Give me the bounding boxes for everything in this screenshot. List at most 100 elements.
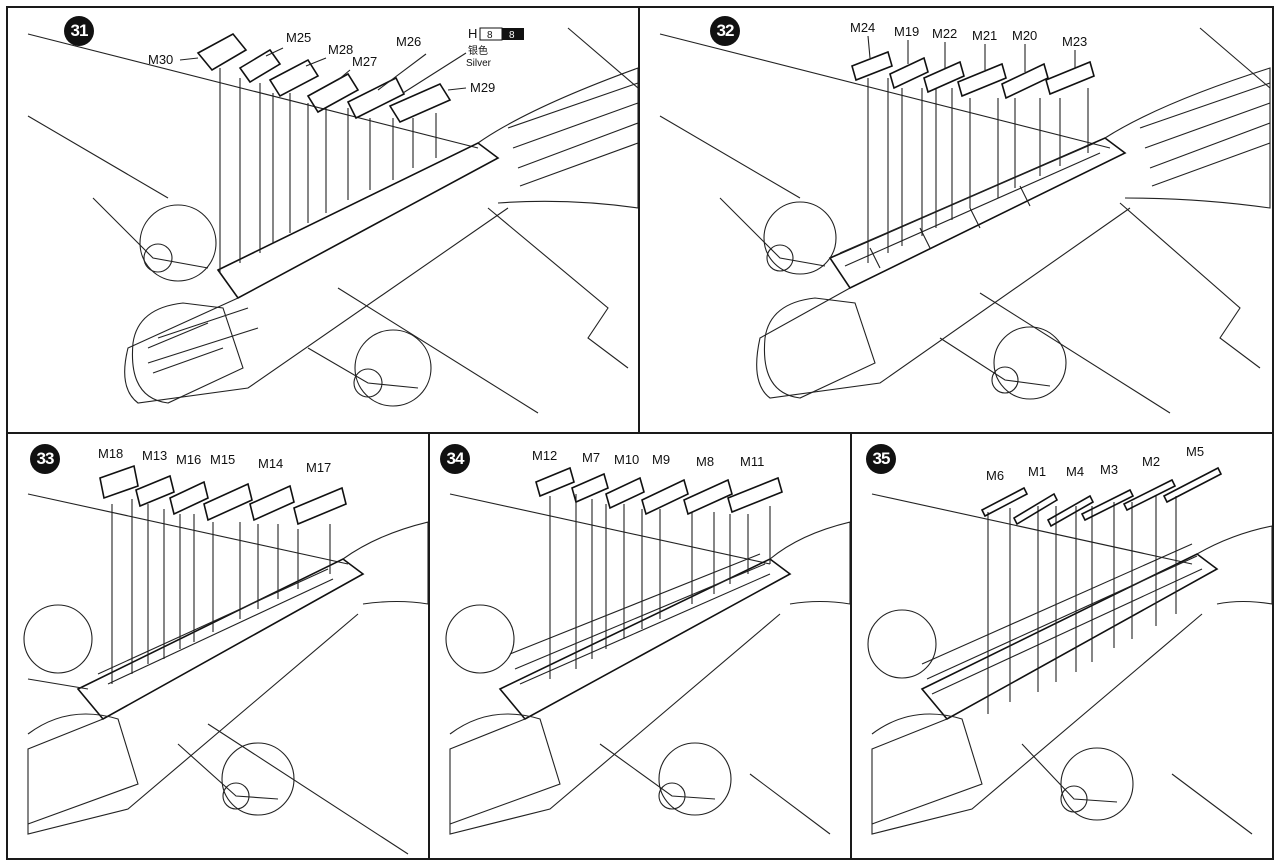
engine-nacelle-left xyxy=(92,197,217,282)
step-34-diagram: M12 M7 M10 M9 M8 M11 xyxy=(445,448,850,835)
part-label-M26: M26 xyxy=(396,34,421,49)
step-31-panel: 31 xyxy=(6,6,640,434)
step-number-badge: 31 xyxy=(64,16,94,46)
engine-nacelle-left xyxy=(445,604,515,674)
part-M1 xyxy=(1012,492,1059,526)
part-M13 xyxy=(135,474,175,508)
part-M18 xyxy=(99,464,139,500)
part-guide-lines xyxy=(549,494,771,679)
step-35-diagram: M6 M1 M4 M3 M2 M5 xyxy=(867,444,1272,835)
internal-frames xyxy=(509,553,771,685)
part-M24 xyxy=(851,50,893,82)
part-M26 xyxy=(346,76,406,120)
engine-nacelle-left xyxy=(23,604,93,690)
part-label-M20: M20 xyxy=(1012,28,1037,43)
step-33-panel: 33 xyxy=(6,432,430,860)
part-label-M28: M28 xyxy=(328,42,353,57)
part-M23 xyxy=(1045,60,1095,96)
engine-nacelle-right xyxy=(1021,743,1134,821)
part-M15 xyxy=(203,482,253,522)
step-34-panel: 34 xyxy=(428,432,852,860)
part-M30 xyxy=(196,32,248,72)
part-label-M25: M25 xyxy=(286,30,311,45)
nose-canopy xyxy=(763,297,876,399)
part-M7 xyxy=(571,472,609,504)
part-guide-lines xyxy=(219,68,437,273)
part-M28 xyxy=(268,58,320,98)
step-32-panel: 32 xyxy=(638,6,1274,434)
part-M19 xyxy=(889,56,929,90)
part-label-M14: M14 xyxy=(258,456,283,471)
part-M20 xyxy=(1001,62,1049,100)
part-guide-lines xyxy=(111,499,331,684)
part-M14 xyxy=(249,484,295,522)
part-label-M5: M5 xyxy=(1186,444,1204,459)
part-label-M9: M9 xyxy=(652,452,670,467)
part-label-M11: M11 xyxy=(740,454,764,469)
part-M17 xyxy=(293,486,347,526)
part-M29 xyxy=(388,82,452,124)
engine-nacelle-left xyxy=(719,197,837,275)
part-label-M6: M6 xyxy=(986,468,1004,483)
part-label-M21: M21 xyxy=(972,28,997,43)
part-label-M4: M4 xyxy=(1066,464,1084,479)
part-label-M3: M3 xyxy=(1100,462,1118,477)
part-M10 xyxy=(605,476,645,510)
part-label-M24: M24 xyxy=(850,20,875,35)
part-label-M16: M16 xyxy=(176,452,201,467)
paint-swatch-value-2: 8 xyxy=(509,30,515,41)
step-number-badge: 34 xyxy=(440,444,470,474)
nose-canopy xyxy=(871,713,983,825)
engine-nacelle-right xyxy=(307,329,432,407)
part-label-M29: M29 xyxy=(470,80,495,95)
paint-swatch-filled xyxy=(502,28,524,40)
step-32-diagram: M24 M19 M22 M21 M20 M23 xyxy=(659,20,1271,414)
part-label-M19: M19 xyxy=(894,24,919,39)
nose-canopy xyxy=(131,302,244,404)
part-label-M12: M12 xyxy=(532,448,557,463)
internal-frames xyxy=(921,543,1203,695)
part-M22 xyxy=(923,60,965,94)
fuselage-stringers xyxy=(1139,82,1271,187)
step-number-badge: 35 xyxy=(866,444,896,474)
paint-swatch-value-1: 8 xyxy=(487,30,493,41)
part-M8 xyxy=(683,478,733,516)
part-label-M23: M23 xyxy=(1062,34,1087,49)
aircraft-fuselage xyxy=(449,493,850,835)
part-label-M7: M7 xyxy=(582,450,600,465)
part-M5 xyxy=(1162,466,1223,504)
part-label-M1: M1 xyxy=(1028,464,1046,479)
aircraft-fuselage xyxy=(27,27,638,414)
paint-code: H xyxy=(468,26,477,41)
engine-nacelle-left xyxy=(867,609,937,679)
step-35-panel: 35 xyxy=(850,432,1274,860)
engine-nacelle-right xyxy=(599,742,732,816)
step-number-badge: 33 xyxy=(30,444,60,474)
part-label-M30: M30 xyxy=(148,52,173,67)
engine-nacelle-right xyxy=(177,742,295,816)
part-M6 xyxy=(980,486,1029,518)
part-M21 xyxy=(957,62,1007,98)
nose-canopy xyxy=(449,713,561,825)
step-number-badge: 32 xyxy=(710,16,740,46)
part-guide-lines xyxy=(987,496,1177,714)
part-M11 xyxy=(727,476,783,514)
nose-canopy xyxy=(27,713,139,825)
part-M25 xyxy=(238,48,282,84)
aircraft-fuselage xyxy=(659,27,1271,414)
part-M2 xyxy=(1122,478,1177,512)
part-M4 xyxy=(1046,494,1095,528)
paint-name-en: Silver xyxy=(466,58,492,69)
part-M9 xyxy=(641,478,689,516)
part-label-M27: M27 xyxy=(352,54,377,69)
step-31-diagram: M30 M25 M28 M27 M26 M29 H 8 8 银色 Silver xyxy=(27,26,638,414)
part-M16 xyxy=(169,480,209,516)
part-label-M10: M10 xyxy=(614,452,639,467)
part-M3 xyxy=(1080,488,1135,522)
engine-nacelle-right xyxy=(939,326,1067,400)
part-label-M17: M17 xyxy=(306,460,331,475)
part-M27 xyxy=(306,72,360,114)
fuselage-stringers xyxy=(147,82,638,364)
part-label-M18: M18 xyxy=(98,446,123,461)
paint-callout: H 8 8 银色 Silver xyxy=(466,26,524,69)
